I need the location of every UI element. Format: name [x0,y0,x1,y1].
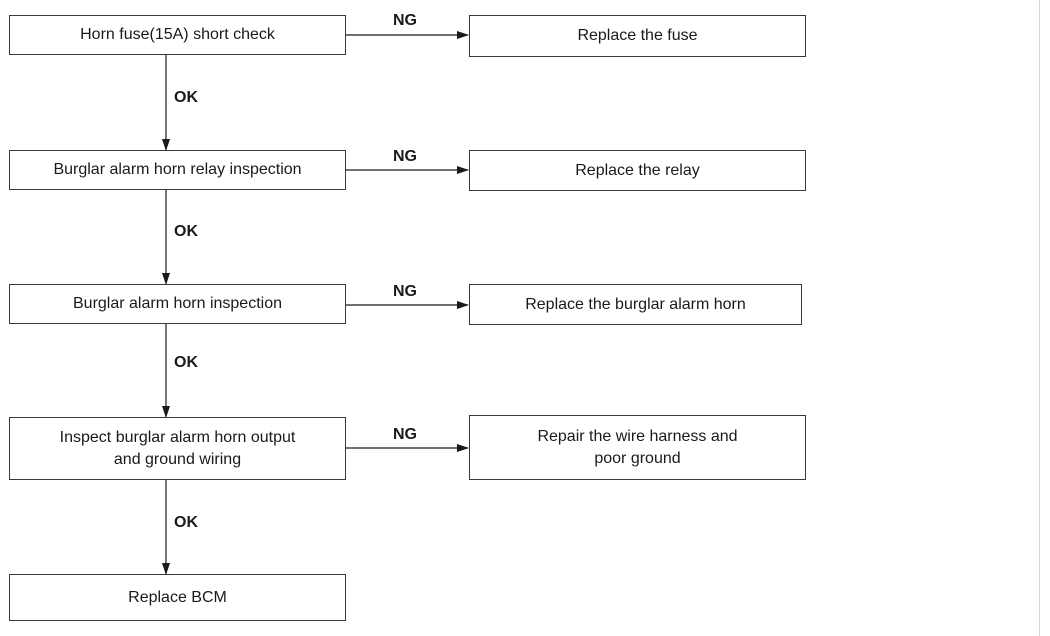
ok-label-3: OK [174,354,198,371]
step-box-4: Inspect burglar alarm horn output and gr… [9,417,346,480]
fail-box-4: Repair the wire harness and poor ground [469,415,806,480]
ng-label-2: NG [393,148,417,165]
ng-label-3: NG [393,283,417,300]
fail-box-2: Replace the relay [469,150,806,191]
step-box-1: Horn fuse(15A) short check [9,15,346,55]
fail-box-1: Replace the fuse [469,15,806,57]
final-step-box: Replace BCM [9,574,346,621]
ok-label-4: OK [174,514,198,531]
ng-label-1: NG [393,12,417,29]
ok-label-1: OK [174,89,198,106]
ng-label-4: NG [393,426,417,443]
ok-label-2: OK [174,223,198,240]
step-box-2: Burglar alarm horn relay inspection [9,150,346,190]
fail-box-3: Replace the burglar alarm horn [469,284,802,325]
right-edge-divider [1039,0,1040,636]
step-box-3: Burglar alarm horn inspection [9,284,346,324]
